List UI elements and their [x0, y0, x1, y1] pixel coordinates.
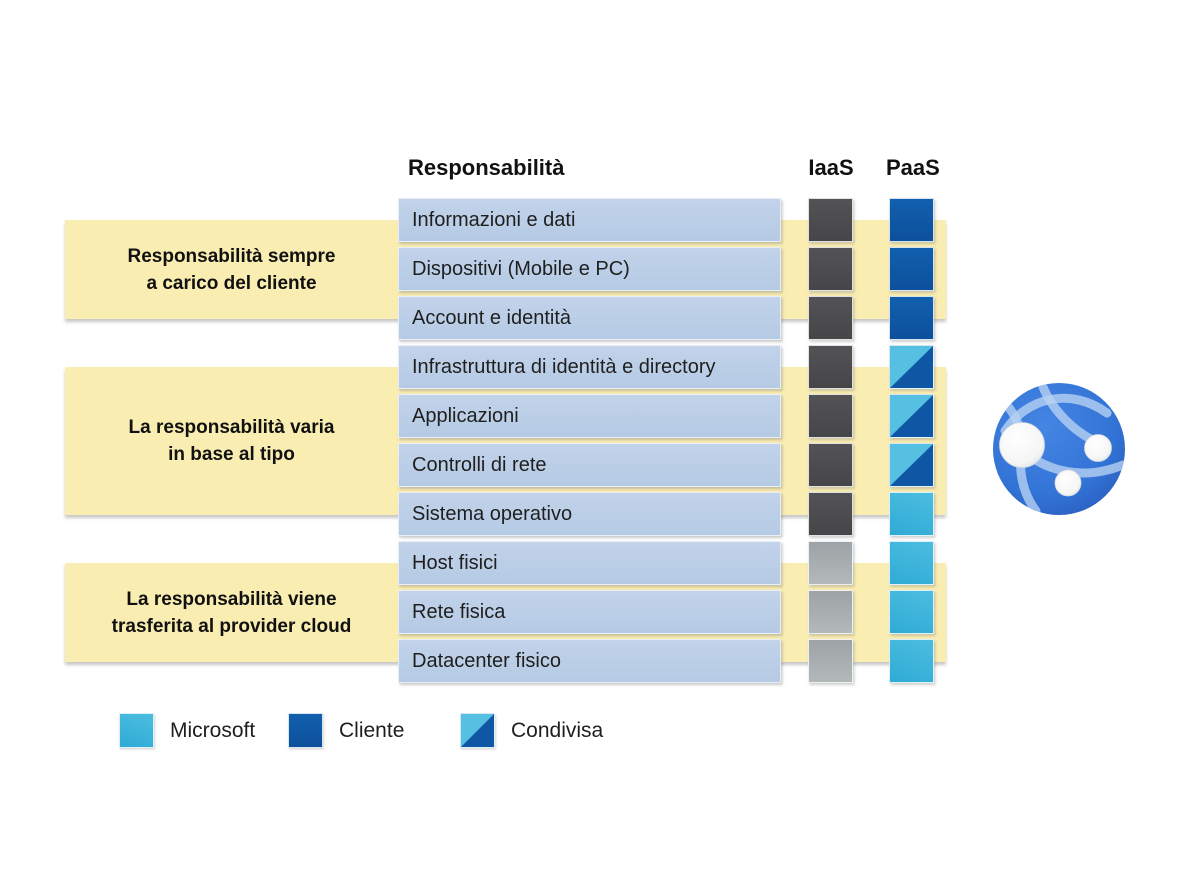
paas-cell-swatch [889, 345, 934, 389]
responsibility-column-header: Responsabilità [408, 155, 565, 180]
paas-cell-swatch [889, 590, 934, 634]
responsibility-row-label: Controlli di rete [412, 453, 547, 476]
legend-swatch-microsoft-cyan [119, 713, 154, 748]
group-band-label-line: a carico del cliente [146, 272, 317, 294]
legend-label: Microsoft [170, 718, 256, 742]
group-band-label-line: La responsabilità viene [126, 588, 337, 610]
responsibility-row-label: Informazioni e dati [412, 208, 576, 231]
legend-item: Microsoft [119, 713, 255, 748]
responsibility-row: Controlli di rete [398, 443, 781, 487]
iaas-cell-swatch [808, 247, 853, 291]
iaas-column-header: IaaS [808, 155, 854, 180]
group-band-label-line: in base al tipo [168, 444, 295, 465]
group-band-label-line: Responsabilità sempre [127, 245, 336, 267]
iaas-cell-swatch [808, 639, 853, 683]
legend-swatch-customer-blue [288, 713, 323, 748]
paas-cell-swatch [889, 639, 934, 683]
iaas-cell-swatch [808, 345, 853, 389]
paas-cell-swatch [889, 443, 934, 487]
group-band-label: La responsabilità varia in base al tipo [65, 414, 398, 468]
group-band-1: La responsabilità varia in base al tipo [65, 367, 946, 515]
iaas-cell-swatch [808, 443, 853, 487]
iaas-cell-swatch [808, 296, 853, 340]
responsibility-row: Account e identità [398, 296, 781, 340]
legend-label: Condivisa [511, 718, 604, 742]
iaas-cell-swatch [808, 541, 853, 585]
paas-cell-swatch [889, 247, 934, 291]
iaas-cell-swatch [808, 492, 853, 536]
legend-item: Cliente [288, 713, 404, 748]
responsibility-row: Infrastruttura di identità e directory [398, 345, 781, 389]
responsibility-row-label: Rete fisica [412, 600, 506, 623]
paas-column-header: PaaS [886, 155, 940, 180]
iaas-cell-swatch [808, 394, 853, 438]
responsibility-row: Sistema operativo [398, 492, 781, 536]
paas-cell-swatch [889, 541, 934, 585]
responsibility-row-label: Account e identità [412, 306, 571, 329]
paas-cell-swatch [889, 394, 934, 438]
paas-cell-swatch [889, 492, 934, 536]
responsibility-row-label: Applicazioni [412, 404, 519, 427]
responsibility-row-label: Sistema operativo [412, 502, 573, 525]
responsibility-row: Host fisici [398, 541, 781, 585]
legend-swatch-shared [460, 713, 495, 748]
iaas-cell-swatch [808, 590, 853, 634]
legend-item: Condivisa [460, 713, 603, 748]
responsibility-row: Dispositivi (Mobile e PC) [398, 247, 781, 291]
legend-label: Cliente [339, 718, 405, 742]
responsibility-row-label: Host fisici [412, 551, 498, 574]
responsibility-row-label: Datacenter fisico [412, 649, 561, 672]
group-band-label-line: La responsabilità varia [128, 417, 335, 438]
responsibility-row-label: Dispositivi (Mobile e PC) [412, 257, 630, 280]
paas-cell-swatch [889, 296, 934, 340]
paas-cell-swatch [889, 198, 934, 242]
responsibility-row: Informazioni e dati [398, 198, 781, 242]
responsibility-row: Datacenter fisico [398, 639, 781, 683]
responsibility-row: Rete fisica [398, 590, 781, 634]
responsibility-row-label: Infrastruttura di identità e directory [412, 355, 716, 378]
group-band-label: Responsabilità sempre a carico del client… [65, 243, 398, 297]
group-band-label-line: trasferita al provider cloud [111, 615, 352, 637]
app-service-globe-icon [991, 381, 1127, 517]
group-band-label: La responsabilità viene trasferita al pro… [65, 586, 398, 640]
responsibility-row: Applicazioni [398, 394, 781, 438]
iaas-cell-swatch [808, 198, 853, 242]
